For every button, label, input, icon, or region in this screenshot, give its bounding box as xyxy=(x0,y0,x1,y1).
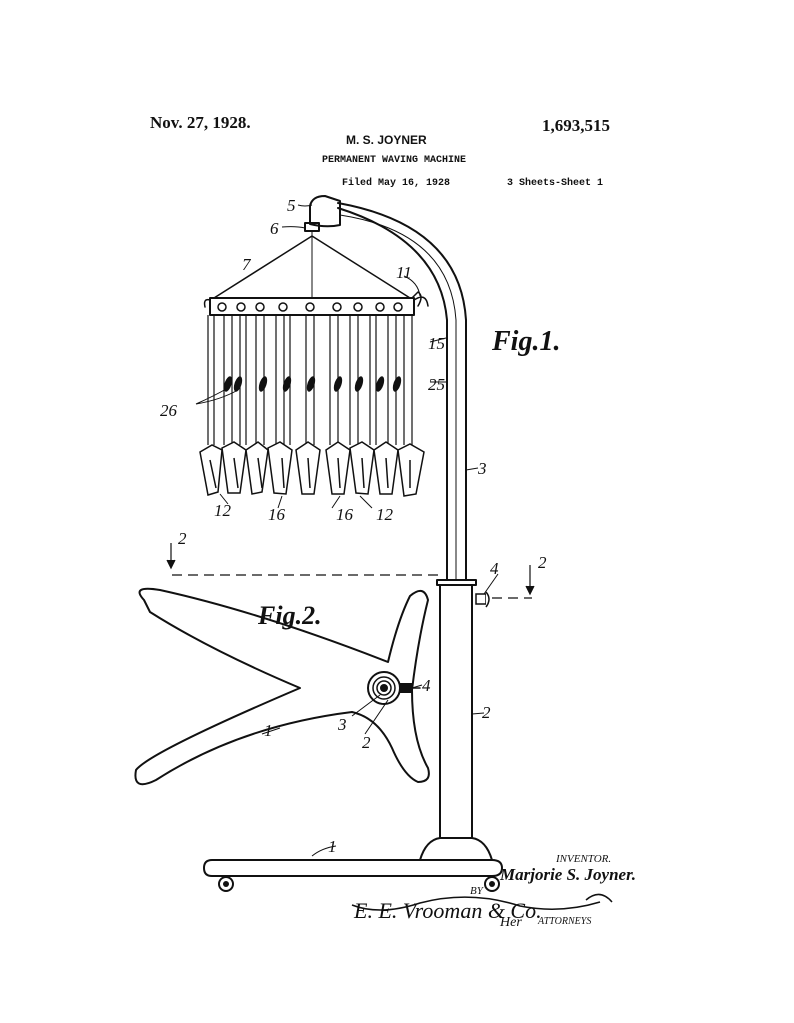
ref-3-lower: 3 xyxy=(337,715,347,734)
inventor-label: INVENTOR. xyxy=(555,853,611,865)
curved-tube xyxy=(337,202,467,581)
curler-clamps xyxy=(199,441,425,497)
invention-title: PERMANENT WAVING MACHINE xyxy=(322,155,467,166)
patent-date: Nov. 27, 1928. xyxy=(150,113,251,132)
ref-6: 6 xyxy=(270,219,279,238)
ref-7: 7 xyxy=(242,255,252,274)
attorneys-label: ATTORNEYS xyxy=(537,916,591,927)
ref-1-fig2: 1 xyxy=(264,721,273,740)
ref-4-upper: 4 xyxy=(490,559,499,578)
inventor-signature: Marjorie S. Joyner. xyxy=(499,865,636,884)
ref-2-column: 2 xyxy=(482,703,491,722)
ref-2-section-left: 2 xyxy=(178,529,187,548)
inventor-name: M. S. JOYNER xyxy=(346,133,427,147)
fig2-label: Fig.2. xyxy=(257,601,322,630)
cord-weights xyxy=(223,376,402,392)
fig1-label: Fig.1. xyxy=(491,326,560,357)
sheet-count: 3 Sheets-Sheet 1 xyxy=(507,178,604,189)
ref-1-base: 1 xyxy=(328,837,337,856)
hook-bar xyxy=(203,291,429,316)
set-screw xyxy=(475,591,490,608)
ref-5: 5 xyxy=(287,196,296,215)
floor-base xyxy=(203,859,503,892)
signature-flourishes xyxy=(351,893,613,911)
patent-number: 1,693,515 xyxy=(542,116,610,135)
ref-16-right: 16 xyxy=(336,505,354,524)
leader-lines xyxy=(195,204,499,857)
section-line xyxy=(166,543,535,599)
ref-16-left: 16 xyxy=(268,505,286,524)
ref-3-upper: 3 xyxy=(477,459,487,478)
ref-2-section-right: 2 xyxy=(538,553,547,572)
ref-2-lower: 2 xyxy=(362,733,371,752)
attorney-signature: E. E. Vrooman & Co. xyxy=(353,898,542,923)
fig2-base-section xyxy=(134,587,430,786)
ref-11: 11 xyxy=(396,263,412,282)
ref-15: 15 xyxy=(428,334,445,353)
ref-12-left: 12 xyxy=(214,501,232,520)
hook-row xyxy=(217,302,403,312)
ref-26: 26 xyxy=(160,401,178,420)
by-label: BY xyxy=(470,885,485,897)
suspension-triangle xyxy=(213,235,411,299)
ref-4-lower: 4 xyxy=(422,676,431,695)
her-label: Her xyxy=(499,915,522,930)
ref-12-right: 12 xyxy=(376,505,394,524)
elbow-fitting xyxy=(304,195,341,237)
filing-date: Filed May 16, 1928 xyxy=(342,178,451,189)
stand-column xyxy=(419,579,493,861)
ref-25: 25 xyxy=(428,375,445,394)
